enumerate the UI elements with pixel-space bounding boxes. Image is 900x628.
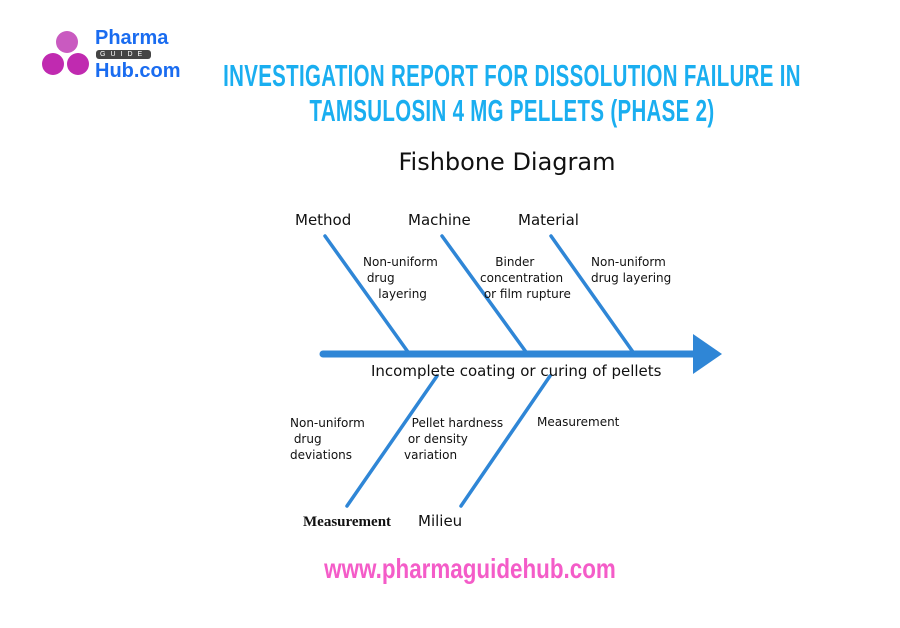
logo-guide: GUIDE [96, 50, 152, 59]
category-material: Material [518, 211, 579, 229]
category-machine: Machine [408, 211, 471, 229]
category-method: Method [295, 211, 352, 229]
category-measurement: Measurement [303, 514, 392, 530]
effect-label: Incomplete coating or curing of pellets [371, 362, 662, 380]
category-milieu: Milieu [418, 512, 463, 530]
cause-material: Non-uniform drug layering [591, 255, 672, 285]
cause-method: Non-uniform drug layering [363, 255, 438, 301]
title-line-1: INVESTIGATION REPORT FOR DISSOLUTION FAI… [223, 58, 801, 93]
bone-machine [440, 234, 528, 354]
logo-hub: Hub.com [95, 60, 181, 82]
bone-measurement [345, 374, 439, 508]
cause-extra-measurement: Measurement [537, 415, 620, 429]
cause-milieu: Pellet hardness or density variation [404, 416, 504, 462]
bone-method [323, 234, 410, 354]
cause-machine: Binder concentration or film rupture [480, 255, 571, 301]
bone-material [549, 234, 635, 354]
title-line-2: TAMSULOSIN 4 MG PELLETS (PHASE 2) [309, 93, 715, 128]
logo-pharma: Pharma [95, 27, 169, 49]
page-title: INVESTIGATION REPORT FOR DISSOLUTION FAI… [149, 58, 875, 128]
logo-circles-icon [42, 31, 89, 75]
website-url[interactable]: www.pharmaguidehub.com [324, 553, 616, 584]
arrowhead [693, 334, 722, 374]
bone-milieu [459, 374, 552, 508]
diagram-heading: Fishbone Diagram [398, 148, 616, 176]
logo: Pharma GUIDE Hub.com [40, 27, 181, 82]
cause-measurement: Non-uniform drug deviations [290, 416, 365, 462]
